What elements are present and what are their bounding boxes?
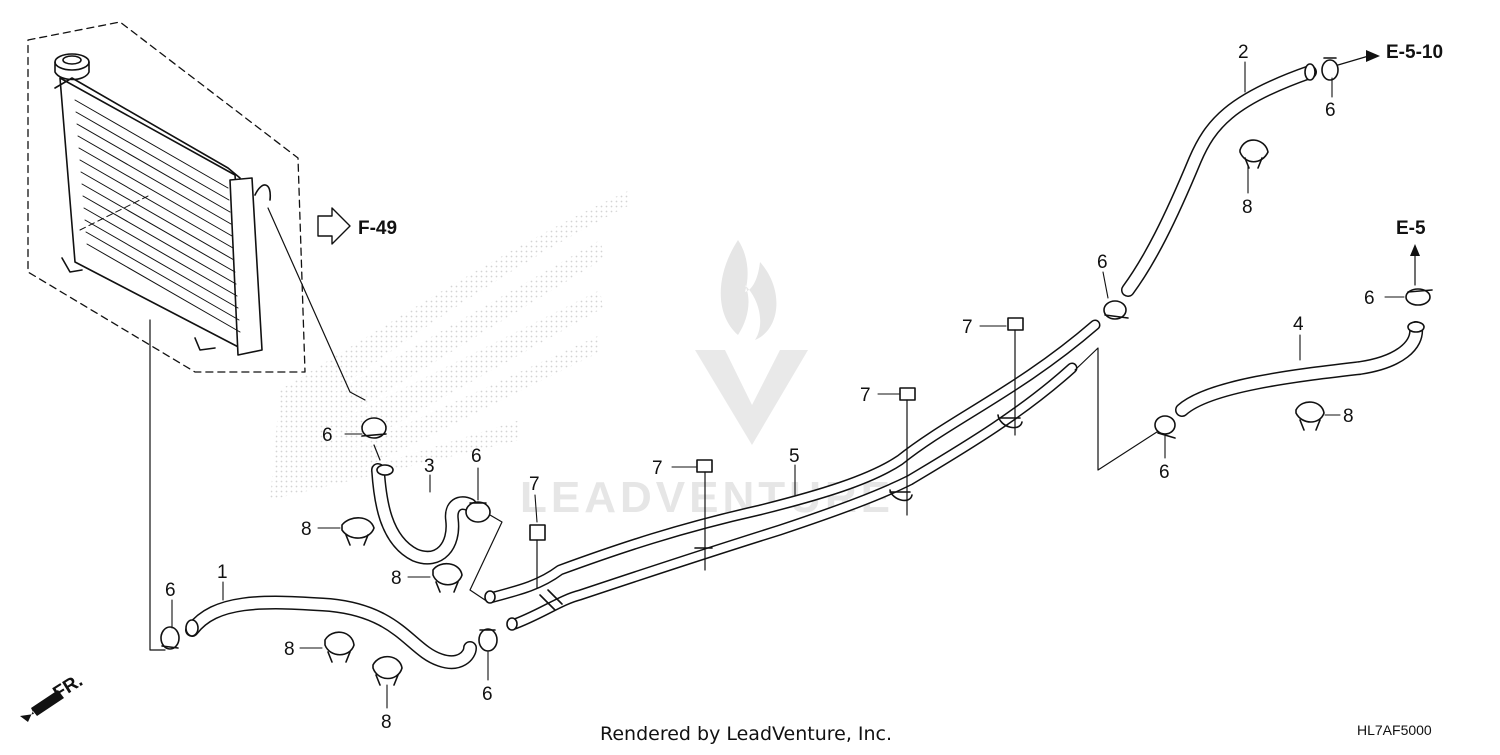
radiator-side-tank xyxy=(229,177,263,356)
clamp-6-upper-hose xyxy=(361,417,387,439)
radiator-dashed-boundary xyxy=(27,21,306,373)
callout-6-hose1-right: 6 xyxy=(482,684,493,705)
callout-6-hose4-left: 6 xyxy=(1159,462,1170,483)
clamp-6-hose4-top xyxy=(1405,288,1433,306)
hose-2 xyxy=(1121,63,1317,297)
clamp-8-e xyxy=(1239,139,1269,169)
callout-6-hose2-top: 6 xyxy=(1325,100,1336,121)
leader-radiator-hose1 xyxy=(149,319,166,651)
clamp-8-f xyxy=(1295,401,1325,431)
bolt-7-d xyxy=(1007,317,1024,436)
leader-clamp-hose3 xyxy=(373,444,381,461)
callout-2: 2 xyxy=(1238,42,1249,63)
callout-leaders xyxy=(171,61,1405,709)
callout-6-hose4-top: 6 xyxy=(1364,288,1375,309)
watermark: LEADVENTURE xyxy=(270,190,890,522)
callout-8-d: 8 xyxy=(381,712,392,733)
radiator-bracket-lower xyxy=(194,337,216,351)
clamp-8-b xyxy=(432,562,463,593)
watermark-v-logo-icon xyxy=(695,350,808,445)
pipe-5 xyxy=(484,319,1101,631)
callout-8-f: 8 xyxy=(1343,406,1354,427)
e5-arrowhead-icon xyxy=(1410,244,1420,256)
bolt-7-c xyxy=(899,387,916,516)
clamp-8-c xyxy=(324,631,355,663)
callout-7-d: 7 xyxy=(962,317,973,338)
callout-7-a: 7 xyxy=(529,474,540,495)
callout-6-hose1-left: 6 xyxy=(165,580,176,601)
leader-hose3-to-pipe xyxy=(469,514,503,601)
watermark-flame-icon xyxy=(720,240,777,340)
callout-6-hose2-bottom: 6 xyxy=(1097,252,1108,273)
callout-8-b: 8 xyxy=(391,568,402,589)
hose-1 xyxy=(185,595,477,670)
watermark-wing-pattern xyxy=(270,190,630,500)
bolt-7-b xyxy=(696,459,713,571)
clamp-6-hose2-bottom xyxy=(1103,300,1129,320)
clamp-6-hose4-left xyxy=(1154,415,1176,439)
footer-credit: Rendered by LeadVenture, Inc. xyxy=(600,723,892,745)
ref-e510-label: E-5-10 xyxy=(1386,42,1443,63)
radiator-top-tank xyxy=(54,77,241,179)
callout-8-e: 8 xyxy=(1242,197,1253,218)
leader-radiator-upper-hose xyxy=(267,207,366,401)
callout-5: 5 xyxy=(789,446,800,467)
bolt-7-a xyxy=(529,524,546,589)
radiator-fins xyxy=(74,99,241,333)
callout-6-upper-hose: 6 xyxy=(322,425,333,446)
hose-4 xyxy=(1175,321,1425,417)
radiator-cap-icon xyxy=(54,53,90,81)
callout-4: 4 xyxy=(1293,314,1304,335)
radiator-bracket xyxy=(61,257,83,273)
callout-8-c: 8 xyxy=(284,639,295,660)
ref-f49-label: F-49 xyxy=(358,218,397,239)
callout-7-c: 7 xyxy=(860,385,871,406)
front-indicator: FR. xyxy=(20,670,87,722)
clamp-8-a xyxy=(341,517,375,546)
clamp-6-hose1-right xyxy=(478,628,498,652)
callout-6-hose3-right: 6 xyxy=(471,446,482,467)
clamp-6-hose1-left xyxy=(160,626,180,650)
radiator xyxy=(54,53,272,356)
callout-8-a: 8 xyxy=(301,519,312,540)
hose-3 xyxy=(371,463,477,565)
callout-1: 1 xyxy=(217,562,228,583)
diagram-code: HL7AF5000 xyxy=(1357,722,1432,738)
radiator-outlet-pipe xyxy=(254,184,272,201)
f49-arrow-icon xyxy=(317,207,351,245)
callout-7-b: 7 xyxy=(652,458,663,479)
leader-pipe5-hose4 xyxy=(1074,347,1161,471)
ref-e5-label: E-5 xyxy=(1396,218,1426,239)
clamp-8-d xyxy=(372,655,403,686)
front-arrow-icon xyxy=(20,690,64,722)
clamp-6-hose3-right xyxy=(465,501,491,523)
e510-arrowhead-icon xyxy=(1366,50,1380,62)
radiator-diagonal-marker xyxy=(79,194,151,231)
clamp-6-hose2-top xyxy=(1321,57,1339,81)
callout-3: 3 xyxy=(424,456,435,477)
